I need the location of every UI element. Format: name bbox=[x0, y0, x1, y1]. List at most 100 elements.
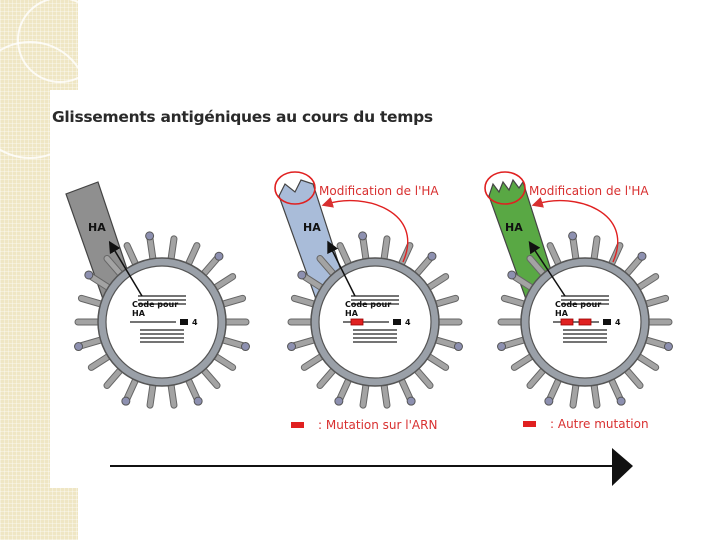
spike-knob bbox=[297, 270, 307, 280]
spike-knob bbox=[453, 342, 463, 352]
spike-knob bbox=[616, 396, 626, 406]
spike-fill bbox=[623, 256, 643, 278]
code-pour-label: Code pour bbox=[555, 300, 601, 309]
spike-knob bbox=[334, 396, 344, 406]
gene-marker bbox=[393, 319, 401, 325]
surface-spikes bbox=[74, 231, 250, 409]
spike-fill bbox=[104, 256, 124, 278]
spike-knob bbox=[358, 231, 368, 241]
spike-fill bbox=[185, 243, 200, 269]
spike-knob bbox=[663, 342, 673, 352]
spike-fill bbox=[591, 380, 600, 408]
spike-knob bbox=[427, 251, 437, 261]
spike-fill bbox=[211, 353, 236, 370]
ha-label: HA bbox=[505, 221, 523, 234]
spike-fill bbox=[623, 366, 643, 388]
spike-fill bbox=[547, 243, 562, 269]
spike-fill bbox=[634, 353, 659, 370]
gene-number: 4 bbox=[192, 318, 198, 327]
spike-fill bbox=[431, 336, 459, 349]
spike-fill bbox=[218, 336, 246, 349]
spike-fill bbox=[78, 295, 106, 308]
spike-fill bbox=[431, 295, 459, 308]
spike-fill bbox=[413, 366, 433, 388]
spike-fill bbox=[200, 366, 220, 388]
spike-fill bbox=[211, 274, 236, 291]
spike-fill bbox=[360, 380, 369, 408]
spike-knob bbox=[287, 342, 297, 352]
spike-fill bbox=[591, 236, 600, 264]
spike-fill bbox=[218, 295, 246, 308]
gene-number: 4 bbox=[615, 318, 621, 327]
spike-fill bbox=[337, 375, 352, 401]
spike-fill bbox=[608, 375, 623, 401]
spike-fill bbox=[501, 295, 529, 308]
modification-arrow bbox=[321, 196, 409, 263]
spike-fill bbox=[398, 375, 413, 401]
ha-label: HA bbox=[88, 221, 106, 234]
spike-fill bbox=[291, 336, 319, 349]
code-pour-label: Code pour bbox=[345, 300, 391, 309]
modification-label: Modification de l'HA bbox=[319, 184, 439, 198]
spike-fill bbox=[641, 336, 669, 349]
expression-arrow bbox=[528, 240, 566, 297]
spike-fill bbox=[168, 236, 177, 264]
spike-knob bbox=[637, 251, 647, 261]
legend-autre-mutation-marker bbox=[523, 421, 536, 427]
spike-fill bbox=[185, 375, 200, 401]
modification-circle bbox=[484, 171, 526, 205]
spike-knob bbox=[121, 396, 131, 406]
spike-fill bbox=[511, 353, 536, 370]
spike-fill bbox=[641, 295, 669, 308]
rna-segments bbox=[343, 295, 399, 343]
spike-fill bbox=[360, 236, 369, 264]
spike-fill bbox=[381, 236, 390, 264]
modification-circle bbox=[274, 171, 316, 205]
surface-spikes bbox=[287, 231, 463, 409]
spike-knob bbox=[214, 251, 224, 261]
gene-number: 4 bbox=[405, 318, 411, 327]
modification-arrow bbox=[531, 196, 619, 263]
spike-fill bbox=[527, 256, 547, 278]
spike-fill bbox=[424, 274, 449, 291]
mutation-marker bbox=[350, 318, 364, 326]
code-ha-label: HA bbox=[555, 309, 569, 318]
mutation-marker bbox=[578, 318, 592, 326]
spike-fill bbox=[168, 380, 177, 408]
spike-fill bbox=[291, 295, 319, 308]
code-ha-label: HA bbox=[132, 309, 146, 318]
spike-fill bbox=[104, 366, 124, 388]
spike-fill bbox=[317, 256, 337, 278]
spike-fill bbox=[413, 256, 433, 278]
expression-arrow bbox=[108, 240, 143, 297]
spike-fill bbox=[78, 336, 106, 349]
spike-fill bbox=[424, 353, 449, 370]
slide-title: Glissements antigéniques au cours du tem… bbox=[52, 108, 433, 126]
spike-fill bbox=[570, 380, 579, 408]
ha-label: HA bbox=[303, 221, 321, 234]
spike-knob bbox=[193, 396, 203, 406]
spike-fill bbox=[527, 366, 547, 388]
spike-knob bbox=[507, 270, 517, 280]
spike-fill bbox=[301, 353, 326, 370]
spike-knob bbox=[568, 231, 578, 241]
spike-fill bbox=[570, 236, 579, 264]
modification-label: Modification de l'HA bbox=[529, 184, 649, 198]
spike-fill bbox=[147, 380, 156, 408]
gene-marker bbox=[603, 319, 611, 325]
spike-knob bbox=[240, 342, 250, 352]
spike-fill bbox=[88, 274, 113, 291]
legend-mutation-arn-marker bbox=[291, 422, 304, 428]
code-ha-label: HA bbox=[345, 309, 359, 318]
spike-knob bbox=[145, 231, 155, 241]
spike-fill bbox=[124, 243, 139, 269]
spike-knob bbox=[84, 270, 94, 280]
legend-mutation-arn-label: : Mutation sur l'ARN bbox=[318, 418, 437, 432]
spike-fill bbox=[200, 256, 220, 278]
